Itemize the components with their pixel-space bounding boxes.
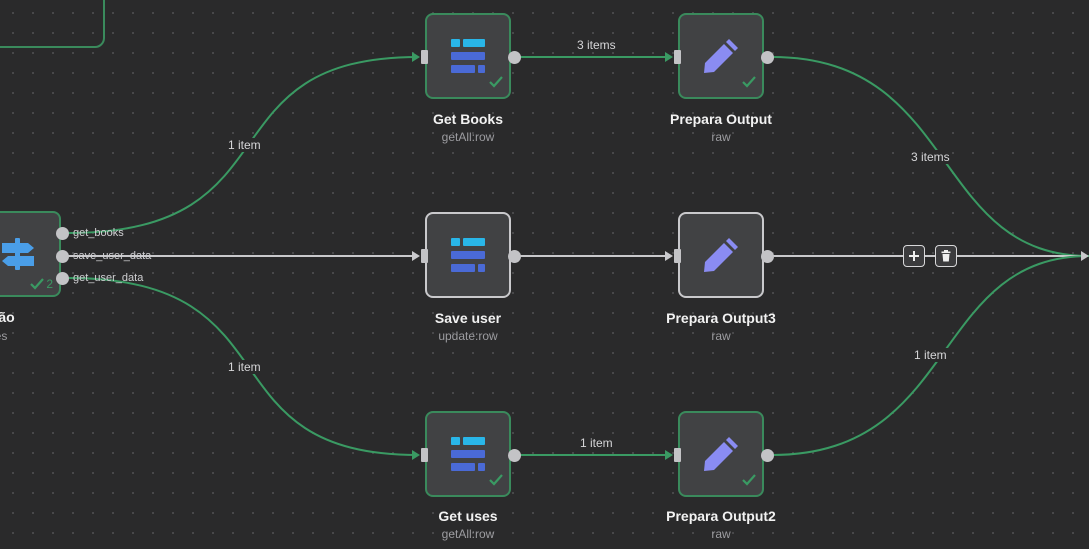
table-icon — [427, 214, 509, 296]
success-check-icon — [489, 75, 503, 93]
prepara-output2-title: Prepara Output2 — [666, 508, 776, 524]
edge-label-item-count: 1 item — [578, 436, 615, 450]
arrowhead — [1081, 251, 1089, 261]
delete-connection-button[interactable] — [935, 245, 957, 267]
input-port[interactable] — [674, 249, 681, 263]
arrowhead — [412, 52, 420, 62]
add-node-button[interactable] — [903, 245, 925, 267]
get-books-node[interactable] — [425, 13, 511, 99]
output-port[interactable] — [508, 250, 521, 263]
arrowhead — [665, 251, 673, 261]
get-uses-title: Get uses — [438, 508, 498, 524]
success-check-icon — [489, 473, 503, 491]
prepara-output2-node[interactable] — [678, 411, 764, 497]
pencil-icon — [680, 413, 762, 495]
output-port[interactable] — [761, 51, 774, 64]
output-port[interactable] — [508, 51, 521, 64]
get-books-title: Get Books — [432, 111, 503, 127]
arrowhead — [412, 251, 420, 261]
success-count: 2 — [46, 277, 53, 291]
trash-icon — [941, 250, 951, 262]
output-port[interactable] — [761, 449, 774, 462]
table-icon — [427, 413, 509, 495]
edge-label-item-count: 1 item — [226, 360, 263, 374]
edge-label-item-count: 3 items — [575, 38, 618, 52]
prepara-output-subtitle: raw — [711, 130, 731, 144]
arrowhead — [412, 450, 420, 460]
output-port-get-books[interactable] — [56, 227, 69, 240]
get-books-subtitle: getAll:row — [441, 130, 495, 144]
success-check-icon — [742, 75, 756, 93]
edge-label-item-count: 1 item — [912, 348, 949, 362]
switch-node-title: le Função — [0, 309, 15, 325]
output-label-get-books: get_books — [73, 227, 124, 239]
output-port[interactable] — [761, 250, 774, 263]
input-port[interactable] — [421, 249, 428, 263]
input-port[interactable] — [421, 50, 428, 64]
output-port-get-user-data[interactable] — [56, 272, 69, 285]
prepara-output-node[interactable] — [678, 13, 764, 99]
prepara-output-title: Prepara Output — [670, 111, 772, 127]
success-check-icon: 2 — [30, 277, 53, 291]
prepara-output3-title: Prepara Output3 — [666, 310, 776, 326]
success-check-icon — [742, 473, 756, 491]
switch-node[interactable]: 2 — [0, 211, 61, 297]
signpost-icon — [0, 213, 59, 295]
input-port[interactable] — [674, 50, 681, 64]
switch-node-subtitle: de: Rules — [0, 329, 8, 343]
prepara-output2-subtitle: raw — [711, 527, 731, 541]
input-port[interactable] — [421, 448, 428, 462]
save-user-node[interactable] — [425, 212, 511, 298]
prepara-output3-node[interactable] — [678, 212, 764, 298]
save-user-title: Save user — [434, 310, 502, 326]
output-port[interactable] — [508, 449, 521, 462]
table-icon — [427, 15, 509, 97]
edge-label-item-count: 1 item — [226, 138, 263, 152]
arrowhead — [665, 52, 673, 62]
get-uses-subtitle: getAll:row — [441, 527, 495, 541]
output-port-save-user-data[interactable] — [56, 250, 69, 263]
plus-icon — [909, 251, 919, 261]
pencil-icon — [680, 214, 762, 296]
get-uses-node[interactable] — [425, 411, 511, 497]
prepara-output3-subtitle: raw — [711, 329, 731, 343]
partial-node-frame[interactable] — [0, 0, 105, 48]
output-label-save-user-data: save_user_data — [73, 250, 152, 262]
edge-label-item-count: 3 items — [909, 150, 952, 164]
arrowhead — [665, 450, 673, 460]
save-user-subtitle: update:row — [438, 329, 498, 343]
output-label-get-user-data: get_user_data — [73, 272, 144, 284]
input-port[interactable] — [674, 448, 681, 462]
pencil-icon — [680, 15, 762, 97]
